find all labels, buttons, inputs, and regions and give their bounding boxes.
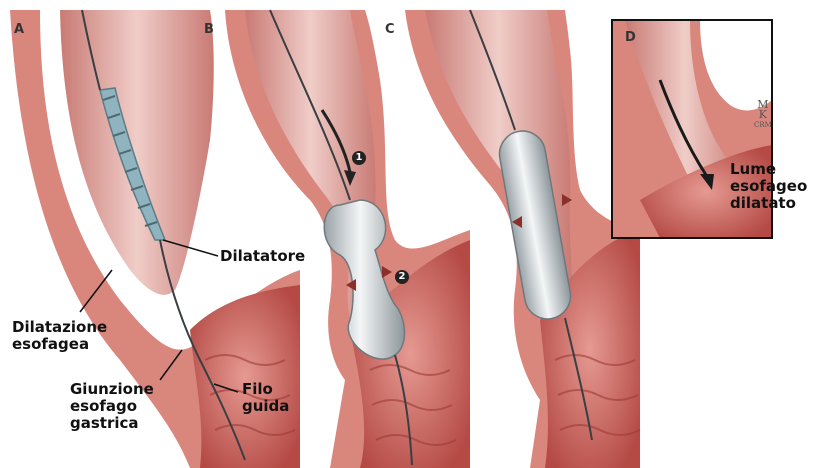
- stomach-a: [190, 285, 300, 468]
- label-giunzione-esofago-gastrica: Giunzione esofago gastrica: [70, 381, 154, 432]
- step-marker-1: 1: [352, 151, 366, 165]
- panel-letter-d: D: [625, 30, 636, 45]
- panel-letter-c: C: [385, 22, 395, 37]
- medical-logo: M K CRM: [754, 100, 772, 130]
- panel-letter-a: A: [14, 22, 24, 37]
- step-marker-2: 2: [395, 270, 409, 284]
- panel-letter-b: B: [204, 22, 214, 37]
- label-filo-guida: Filo guida: [242, 381, 289, 415]
- label-lume-esofageo-dilatato: Lume esofageo dilatato: [730, 161, 807, 212]
- label-dilatazione-esofagea: Dilatazione esofagea: [12, 319, 107, 353]
- label-dilatatore: Dilatatore: [220, 248, 305, 265]
